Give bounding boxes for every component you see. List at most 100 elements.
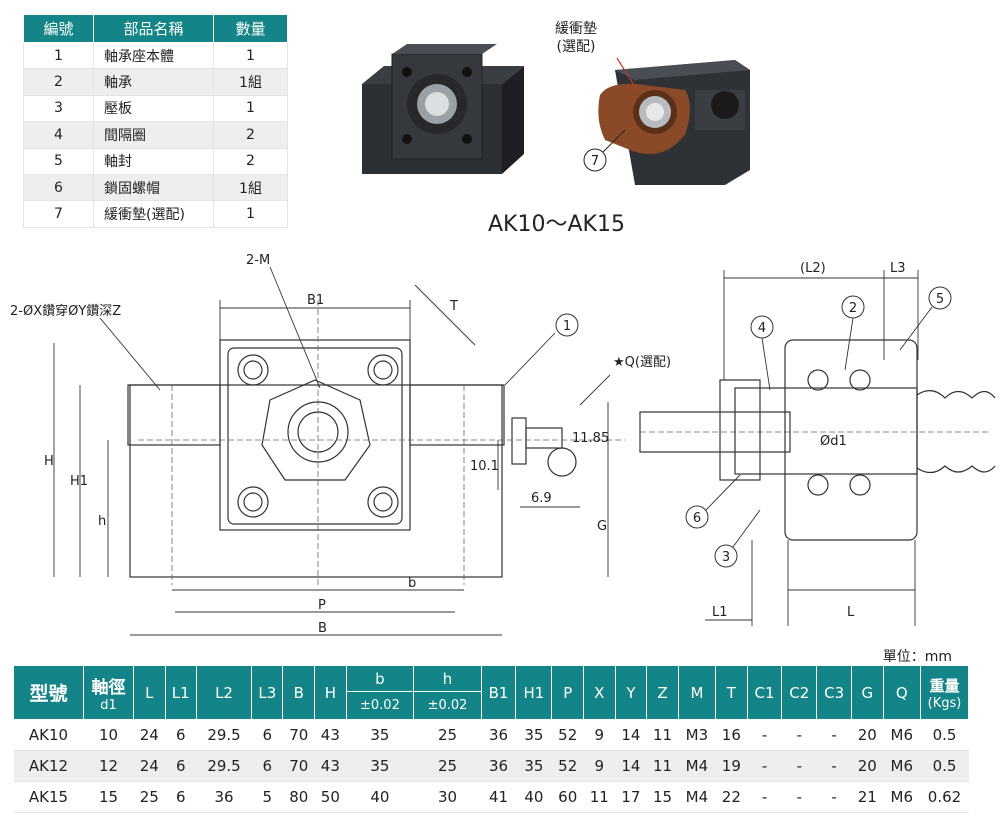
parts-no: 3 — [23, 94, 94, 123]
spec-cell-p: 52 — [551, 750, 584, 782]
unit-label: 單位：mm — [882, 649, 952, 665]
spec-cell-t: 19 — [715, 750, 748, 782]
header-C1: C1 — [746, 665, 783, 720]
header-C2: C2 — [781, 665, 818, 720]
header-weight: 重量 (Kgs) — [920, 665, 969, 720]
cushion-label: 緩衝墊 (選配) — [555, 20, 597, 56]
header-b: b — [345, 665, 415, 692]
parts-row: 3 壓板 1 — [23, 94, 288, 123]
parts-row: 2 軸承 1組 — [23, 68, 288, 96]
header-B1: B1 — [480, 665, 517, 720]
spec-cell-c1: - — [747, 750, 782, 782]
header-b-tol: ±0.02 — [345, 691, 415, 720]
spec-cell-c3: - — [816, 781, 852, 813]
header-L1: L1 — [164, 665, 197, 720]
spec-cell-c3: - — [816, 750, 852, 782]
parts-header-qty: 數量 — [213, 14, 288, 43]
spec-cell-x: 9 — [583, 719, 616, 751]
spec-cell-m: M3 — [678, 719, 716, 751]
header-h: h — [413, 665, 482, 692]
model-range: AK10～AK15 — [488, 212, 625, 237]
parts-header-no: 編號 — [23, 14, 94, 43]
spec-cell-l1: 6 — [165, 781, 197, 813]
spec-cell-l1: 6 — [165, 750, 197, 782]
dim-69-label: 6.9 — [531, 491, 552, 506]
spec-cell-g: 20 — [851, 750, 884, 782]
spec-cell-c2: - — [781, 719, 817, 751]
dim-101-label: 10.1 — [470, 459, 499, 474]
header-Q: Q — [882, 665, 922, 720]
header-L2: L2 — [195, 665, 253, 720]
spec-cell-q: M6 — [883, 750, 921, 782]
marker-1: 1 — [563, 319, 571, 334]
spec-cell-h1: 35 — [515, 750, 552, 782]
spec-cell-p: 52 — [551, 719, 584, 751]
spec-cell-z: 11 — [646, 750, 679, 782]
parts-no: 6 — [23, 173, 94, 202]
spec-cell-h: 43 — [314, 750, 347, 782]
parts-qty: 2 — [213, 147, 288, 175]
parts-qty: 1組 — [213, 68, 288, 96]
spec-cell-z: 15 — [646, 781, 679, 813]
header-Y: Y — [614, 665, 648, 720]
parts-row: 5 軸封 2 — [23, 147, 288, 175]
header-T: T — [715, 665, 748, 720]
spec-cell-weight: 0.5 — [920, 750, 969, 782]
marker-6: 6 — [693, 511, 701, 526]
spec-cell-l3: 6 — [251, 750, 283, 782]
g-label: G — [597, 519, 607, 534]
parts-no: 2 — [23, 68, 94, 96]
spec-cell-model: AK12 — [13, 750, 84, 782]
spec-cell-l3: 5 — [251, 781, 283, 813]
cushion-label-line2: (選配) — [556, 39, 596, 55]
parts-qty: 1 — [213, 41, 288, 70]
header-d1-main: 軸徑 — [91, 677, 126, 698]
b-cap-label: B — [318, 621, 327, 636]
parts-row: 1 軸承座本體 1 — [23, 41, 288, 70]
h1-label: H1 — [70, 474, 88, 489]
spec-cell-m: M4 — [678, 750, 716, 782]
header-B: B — [282, 665, 316, 720]
spec-cell-b1: 41 — [481, 781, 516, 813]
spec-cell-h: 25 — [413, 719, 482, 751]
cushion-label-line1: 緩衝墊 — [555, 21, 597, 37]
parts-no: 5 — [23, 147, 94, 175]
header-P: P — [551, 665, 585, 720]
parts-table: 編號 部品名稱 數量 1 軸承座本體 1 2 軸承 1組 3 壓板 1 4 間隔… — [23, 14, 288, 228]
spec-cell-t: 22 — [715, 781, 748, 813]
header-C3: C3 — [816, 665, 853, 720]
parts-no: 1 — [23, 41, 94, 70]
hole-spec-label: 2-ØX鑽穿ØY鑽深Z — [10, 303, 121, 319]
header-X: X — [583, 665, 616, 720]
spec-table: 型號 軸徑 d1 L L1 L2 L3 B H b h B1 H1 P X Y … — [13, 665, 969, 813]
parts-name: 軸承座本體 — [93, 41, 214, 70]
spec-cell-l2: 36 — [196, 781, 252, 813]
parts-name: 鎖固螺帽 — [93, 173, 214, 202]
h-low-label: h — [98, 514, 106, 529]
spec-cell-x: 11 — [583, 781, 616, 813]
header-H1: H1 — [515, 665, 553, 720]
spec-cell-d1: 15 — [83, 781, 134, 813]
parts-name: 間隔圈 — [93, 121, 214, 149]
q-option-label: ★Q(選配) — [613, 355, 671, 370]
spec-cell-c2: - — [781, 750, 817, 782]
l1-label: L1 — [712, 605, 728, 620]
spec-cell-weight: 0.62 — [920, 781, 969, 813]
header-d1: 軸徑 d1 — [83, 665, 134, 720]
header-M: M — [677, 665, 717, 720]
h-cap-label: H — [44, 454, 54, 469]
spec-cell-m: M4 — [678, 781, 716, 813]
t-label: T — [449, 299, 458, 314]
marker-4: 4 — [758, 321, 766, 336]
spec-cell-b: 70 — [282, 719, 315, 751]
parts-name: 緩衝墊(選配) — [93, 200, 214, 228]
spec-cell-t: 16 — [715, 719, 748, 751]
spec-cell-model: AK10 — [13, 719, 84, 751]
spec-cell-d1: 10 — [83, 719, 134, 751]
parts-header-name: 部品名稱 — [93, 14, 214, 43]
parts-no: 7 — [23, 200, 94, 228]
spec-cell-g: 21 — [851, 781, 884, 813]
screw-label: 2-M — [246, 253, 270, 268]
parts-qty: 1組 — [213, 173, 288, 202]
